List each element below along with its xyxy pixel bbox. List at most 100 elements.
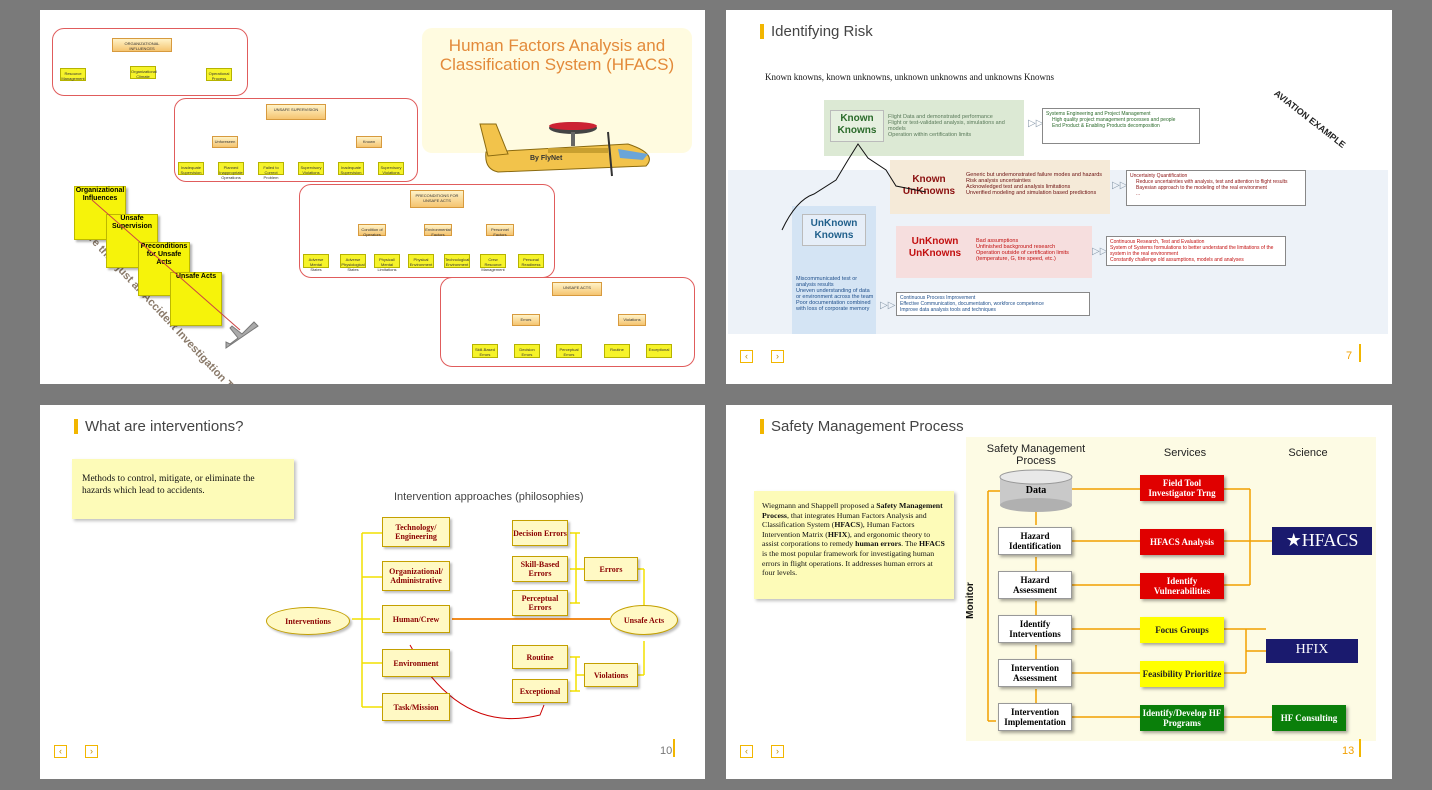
service-hf-programs: Identify/Develop HF Programs: [1140, 705, 1224, 731]
kk-item: Flight Data and demonstrated performance: [888, 114, 993, 120]
ku-item: Generic but undemonstrated failure modes…: [966, 172, 1103, 178]
card-org: Organizational Influences: [74, 186, 126, 240]
sup-child-6: Supervisory Violations: [378, 162, 404, 175]
ku-bg: [890, 160, 1110, 214]
acts-child-2: Decision Errors: [514, 344, 540, 358]
violations-group: Violations: [584, 663, 638, 687]
uk-label: UnKnown Knowns: [802, 214, 866, 246]
step-intervention-assessment: Intervention Assessment: [998, 659, 1072, 687]
branch-technology: Technology/ Engineering: [382, 517, 450, 547]
kk-item: Flight or test-validated analysis, simul…: [888, 120, 1005, 132]
ku-actions: Uncertainty Quantification Reduce uncert…: [1126, 170, 1306, 206]
decision-errors: Decision Errors: [512, 520, 568, 546]
title-accent: [74, 419, 78, 434]
uu-action: System of Systems formulations to better…: [1110, 245, 1274, 257]
description-note: Wiegmann and Shappell proposed a Safety …: [754, 491, 954, 599]
data-label: Data: [1025, 485, 1047, 496]
branch-human-crew: Human/Crew: [382, 605, 450, 633]
acts-child-1: Skill-Based Errors: [472, 344, 498, 358]
acts-mid-1: Errors: [512, 314, 540, 326]
uk-label-1: UnKnown: [810, 218, 858, 229]
crash-plane-icon: [225, 321, 259, 349]
acts-head: UNSAFE ACTS: [552, 282, 602, 296]
org-head: ORGANIZATIONAL INFLUENCES: [112, 38, 172, 52]
uk-action: Improve data analysis tools and techniqu…: [900, 307, 996, 313]
sup-mid-2: Known: [356, 136, 382, 148]
slide-title: Safety Management Process: [771, 418, 964, 435]
col-head-science: Science: [1288, 447, 1328, 459]
kk-items: Flight Data and demonstrated performance…: [888, 114, 1024, 138]
accident-arrow: [91, 199, 241, 331]
prev-slide-button[interactable]: ‹: [740, 745, 753, 758]
uk-action: Continuous Process Improvement: [900, 295, 976, 301]
prev-slide-button[interactable]: ‹: [740, 350, 753, 363]
ku-action: ...: [1136, 191, 1141, 197]
slide-interventions[interactable]: What are interventions? Methods to contr…: [40, 405, 705, 779]
acts-child-3: Perceptual Errors: [556, 344, 582, 358]
service-identify-vulnerabilities: Identify Vulnerabilities: [1140, 573, 1224, 599]
hfacs-logo-text: HFACS: [1301, 530, 1359, 550]
branch-task-mission: Task/Mission: [382, 693, 450, 721]
step-intervention-implementation: Intervention Implementation: [998, 703, 1072, 731]
kk-action: High quality project management processe…: [1052, 117, 1176, 123]
card-acts: Unsafe Acts: [170, 272, 222, 326]
kk-label: Known Knowns: [830, 110, 884, 142]
branch-organizational: Organizational/ Administrative: [382, 561, 450, 591]
uk-items: Miscommunicated test or analysis results…: [796, 276, 876, 312]
pre-child-2: Adverse Physiological States: [340, 254, 366, 272]
uu-actions: Continuous Research, Test and Evaluation…: [1106, 236, 1286, 266]
ku-items: Generic but undemonstrated failure modes…: [966, 172, 1106, 196]
col-head-process: Safety Management Process: [986, 443, 1086, 467]
hfacs-logo: ★HFACS: [1272, 527, 1372, 555]
slide-subtitle: Known knowns, known unknowns, unknown un…: [765, 72, 1055, 82]
database-icon: [999, 469, 1073, 512]
step-hazard-assessment: Hazard Assessment: [998, 571, 1072, 599]
service-hfacs-analysis: HFACS Analysis: [1140, 529, 1224, 555]
uk-arrow-icon: ▷▷: [880, 300, 896, 311]
prev-slide-button[interactable]: ‹: [54, 745, 67, 758]
kk-arrow-icon: ▷▷: [1028, 118, 1044, 129]
pre-child-6: Crew Resource Management: [480, 254, 506, 272]
next-slide-button[interactable]: ›: [771, 350, 784, 363]
slide-identifying-risk[interactable]: Identifying Risk Known knowns, known unk…: [726, 10, 1392, 384]
kk-label-2: Knowns: [837, 125, 877, 136]
kk-item: Operation within certification limits: [888, 132, 972, 138]
pre-mid-3: Personnel Factors: [486, 224, 514, 237]
sup-child-3: Failed to Correct Problem: [258, 162, 284, 180]
diagram-title: Intervention approaches (philosophies): [394, 491, 584, 503]
pre-child-7: Personal Readiness: [518, 254, 544, 268]
branch-environment: Environment: [382, 649, 450, 677]
step-hazard-identification: Hazard Identification: [998, 527, 1072, 555]
uu-label: UnKnown UnKnowns: [900, 236, 970, 266]
unsafe-acts: Unsafe Acts: [610, 605, 678, 635]
sup-child-5: Inadequate Supervision: [338, 162, 364, 175]
org-child-2: Organizational Climate: [130, 66, 157, 79]
card-pre: Preconditions for Unsafe Acts: [138, 242, 190, 296]
ku-action: Reduce uncertainties with analysis, test…: [1136, 179, 1288, 185]
slide-safety-management[interactable]: Safety Management Process Wiegmann and S…: [726, 405, 1392, 779]
sup-mid-1: Unforeseen: [212, 136, 238, 148]
uk-label-2: Knowns: [814, 230, 854, 241]
pre-child-4: Physical Environment: [408, 254, 434, 268]
pre-child-3: Physical/ Mental Limitations: [374, 254, 400, 272]
uu-label-1: UnKnown: [911, 236, 959, 247]
skill-based-errors: Skill-Based Errors: [512, 556, 568, 582]
slide-title: What are interventions?: [85, 418, 244, 435]
step-identify-interventions: Identify Interventions: [998, 615, 1072, 643]
slide-hfacs[interactable]: Human Factors Analysis and Classificatio…: [40, 10, 705, 384]
ku-item: Unverified modeling and simulation based…: [966, 190, 1097, 196]
errors-group: Errors: [584, 557, 638, 581]
next-slide-button[interactable]: ›: [85, 745, 98, 758]
page-number: 10: [660, 745, 673, 757]
uu-items: Bad assumptions Unfinished background re…: [976, 238, 1090, 262]
pre-head: PRECONDITIONS FOR UNSAFE ACTS: [410, 190, 464, 208]
sup-child-4: Supervisory Violations: [298, 162, 324, 175]
uk-item: Uneven understanding of data or environm…: [796, 288, 874, 300]
uu-arrow-icon: ▷▷: [1092, 246, 1108, 257]
uu-bg: [896, 226, 1092, 278]
page-number: 13: [1342, 745, 1355, 757]
ku-actions-head: Uncertainty Quantification: [1130, 173, 1188, 179]
routine-violations: Routine: [512, 645, 568, 669]
next-slide-button[interactable]: ›: [771, 745, 784, 758]
page-accent: [673, 739, 675, 757]
